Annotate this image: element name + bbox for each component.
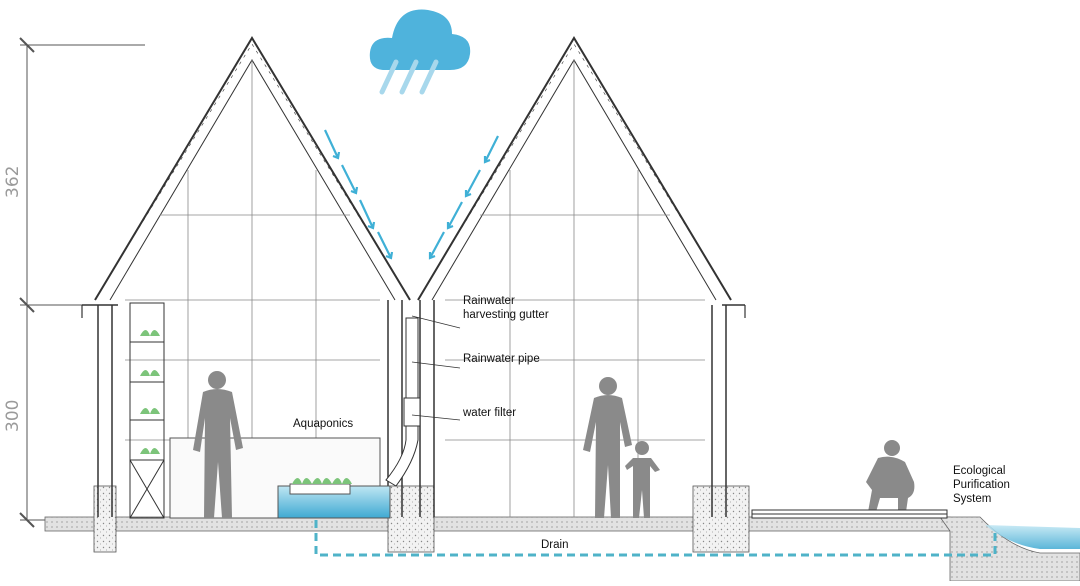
rain-arrows-right [428, 135, 499, 260]
aquaponics-tank [169, 437, 391, 519]
ecological-label-line3: System [953, 493, 992, 505]
filter-label: water filter [463, 407, 517, 419]
dimension-upper: 362 [3, 165, 23, 198]
left-greenhouse [81, 36, 411, 517]
gutter-label-line2: harvesting gutter [463, 309, 549, 321]
ecological-label: Ecological Purification System [953, 464, 1010, 506]
right-greenhouse [417, 36, 746, 517]
pipe-label: Rainwater pipe [463, 353, 540, 365]
purification-pond [985, 525, 1080, 549]
rain-arrows-left [324, 129, 394, 260]
aquaponics-label: Aquaponics [293, 418, 354, 430]
dimension-lower: 300 [3, 399, 23, 432]
rainwater-pipe [385, 317, 421, 487]
person-child-right [625, 441, 660, 518]
person-crouching [866, 440, 915, 512]
leader-lines [411, 315, 461, 421]
person-left [193, 371, 243, 518]
rain-cloud-icon [369, 9, 471, 95]
foundations [93, 485, 750, 553]
plants [140, 330, 352, 484]
ecological-label-line2: Purification [953, 479, 1010, 491]
gutter-label: Rainwater harvesting gutter [463, 294, 549, 322]
dimension-lines [19, 37, 145, 528]
gutter-label-line1: Rainwater [463, 295, 515, 307]
drain-label: Drain [541, 539, 569, 551]
drain-line [314, 520, 997, 557]
vertical-planter [129, 302, 165, 519]
boardwalk [751, 509, 948, 519]
ecological-label-line1: Ecological [953, 465, 1006, 477]
person-adult-right [583, 377, 632, 518]
